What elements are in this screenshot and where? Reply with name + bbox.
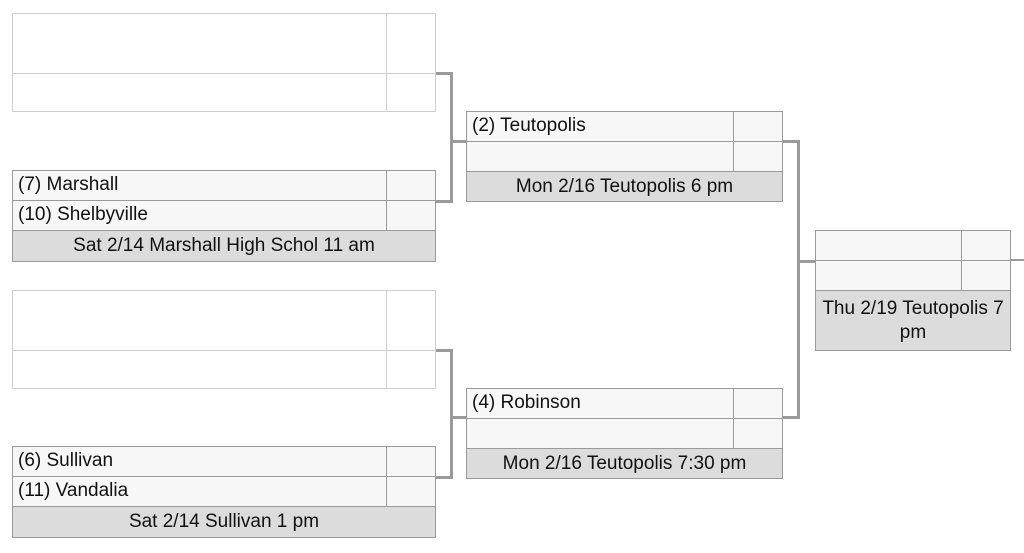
team-name: (7) Marshall	[13, 171, 387, 200]
team-name	[13, 74, 387, 111]
team-name: (2) Teutopolis	[467, 112, 734, 141]
team-name	[467, 142, 734, 171]
game-info: Sat 2/14 Sullivan 1 pm	[12, 506, 436, 538]
team-row[interactable]: (2) Teutopolis	[466, 111, 783, 142]
team-name	[13, 14, 387, 73]
connector-line	[783, 416, 799, 419]
connector-line	[797, 260, 815, 263]
match-robinson: (4) Robinson Mon 2/16 Teutopolis 7:30 pm	[466, 388, 783, 480]
match-marshall-shelbyville: (7) Marshall (10) Shelbyville Sat 2/14 M…	[12, 170, 436, 263]
team-name	[816, 231, 962, 260]
connector-line	[436, 200, 452, 203]
connector-line	[783, 140, 799, 143]
team-score	[387, 291, 435, 350]
connector-line	[436, 72, 452, 75]
team-row[interactable]: (4) Robinson	[466, 388, 783, 419]
bracket-slot-empty-1	[12, 13, 436, 113]
match-final: Thu 2/19 Teutopolis 7 pm	[815, 230, 1011, 352]
team-score	[962, 231, 1010, 260]
team-score	[734, 142, 782, 171]
team-score	[734, 389, 782, 418]
bracket-row	[12, 350, 436, 389]
connector-line	[1011, 259, 1024, 261]
game-info: Sat 2/14 Marshall High Schol 11 am	[12, 230, 436, 262]
team-name	[816, 261, 962, 290]
team-name: (11) Vandalia	[13, 477, 387, 506]
game-info: Mon 2/16 Teutopolis 6 pm	[466, 171, 783, 202]
team-name: (6) Sullivan	[13, 447, 387, 476]
match-sullivan-vandalia: (6) Sullivan (11) Vandalia Sat 2/14 Sull…	[12, 446, 436, 539]
team-row[interactable]: (7) Marshall	[12, 170, 436, 201]
connector-line	[436, 349, 452, 352]
bracket-row	[12, 73, 436, 112]
connector-line	[450, 416, 466, 419]
team-score	[734, 419, 782, 448]
team-score	[387, 351, 435, 388]
connector-line	[797, 140, 800, 419]
team-score	[387, 171, 435, 200]
connector-line	[436, 476, 452, 479]
team-score	[387, 14, 435, 73]
team-row[interactable]	[815, 230, 1011, 261]
match-teutopolis: (2) Teutopolis Mon 2/16 Teutopolis 6 pm	[466, 111, 783, 203]
connector-line	[450, 349, 453, 479]
bracket-slot-empty-2	[12, 290, 436, 390]
connector-line	[450, 140, 466, 143]
team-row[interactable]: (10) Shelbyville	[12, 200, 436, 231]
team-score	[962, 261, 1010, 290]
team-row[interactable]: (6) Sullivan	[12, 446, 436, 477]
team-score	[387, 201, 435, 230]
team-row[interactable]	[466, 418, 783, 449]
bracket-row	[12, 290, 436, 351]
team-row[interactable]	[466, 141, 783, 172]
bracket-row	[12, 13, 436, 74]
team-score	[387, 477, 435, 506]
team-score	[387, 447, 435, 476]
team-name	[13, 291, 387, 350]
team-score	[387, 74, 435, 111]
connector-line	[450, 72, 453, 203]
team-score	[734, 112, 782, 141]
team-name: (10) Shelbyville	[13, 201, 387, 230]
team-name: (4) Robinson	[467, 389, 734, 418]
team-name	[467, 419, 734, 448]
team-row[interactable]: (11) Vandalia	[12, 476, 436, 507]
game-info: Mon 2/16 Teutopolis 7:30 pm	[466, 448, 783, 479]
team-row[interactable]	[815, 260, 1011, 291]
game-info: Thu 2/19 Teutopolis 7 pm	[815, 290, 1011, 351]
team-name	[13, 351, 387, 388]
